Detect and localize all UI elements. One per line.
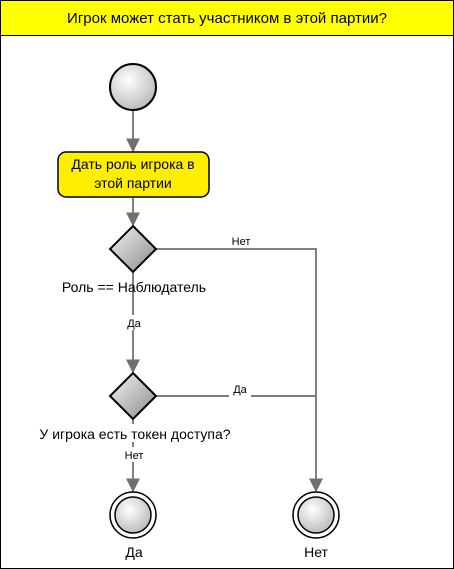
decision2-label: У игрока есть токен доступа? xyxy=(39,426,230,442)
decision2-node xyxy=(108,371,158,421)
diagram-title: Игрок может стать участником в этой парт… xyxy=(1,1,453,36)
final-yes-label: Да xyxy=(125,544,142,560)
decision1-label: Роль == Наблюдатель xyxy=(62,279,206,295)
edge-label-d2-no: Нет xyxy=(125,450,144,462)
decision1-node xyxy=(108,224,158,274)
action-text-line2: этой партии xyxy=(94,175,172,191)
edge-label-d2-yes: Да xyxy=(233,384,247,396)
action-text-line1: Дать роль игрока в xyxy=(71,156,194,172)
start-node xyxy=(109,63,157,111)
edge-decision1-no xyxy=(156,248,323,493)
edge-label-d1-yes: Да xyxy=(127,318,141,330)
action-node xyxy=(57,151,210,198)
final-node-yes xyxy=(109,491,157,539)
final-node-no xyxy=(292,491,340,539)
final-no-label: Нет xyxy=(304,544,328,560)
edge-label-d1-no: Нет xyxy=(232,236,251,248)
